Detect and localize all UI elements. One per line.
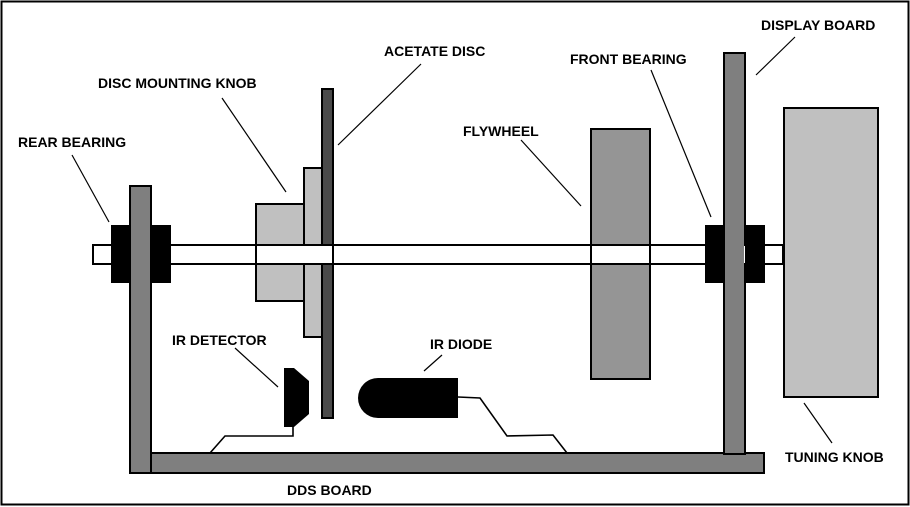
flywheel-leader bbox=[520, 139, 582, 207]
shaft-through-flywheel bbox=[592, 246, 649, 263]
shaft bbox=[92, 244, 784, 265]
rear-bearing-left bbox=[111, 225, 131, 283]
acetate-disc-leader bbox=[337, 63, 422, 146]
tuning-knob-leader bbox=[803, 402, 833, 444]
front-bearing-right bbox=[745, 225, 765, 283]
ir-diode bbox=[358, 378, 458, 418]
front-bearing-left bbox=[705, 225, 725, 283]
rear-board-over-shaft bbox=[129, 185, 152, 474]
front-bearing-leader bbox=[650, 69, 712, 218]
ir-diode-wire bbox=[457, 396, 568, 454]
label-front-bearing: FRONT BEARING bbox=[570, 51, 687, 67]
label-tuning-knob: TUNING KNOB bbox=[785, 449, 884, 465]
ir-diode-leader bbox=[423, 354, 443, 372]
shaft-through-knob bbox=[257, 246, 332, 263]
ir-detector-wire bbox=[209, 427, 294, 454]
label-ir-detector: IR DETECTOR bbox=[172, 332, 267, 348]
ir-detector bbox=[284, 368, 309, 427]
label-flywheel: FLYWHEEL bbox=[463, 123, 539, 139]
ir-detector-leader bbox=[234, 347, 279, 388]
label-display-board: DISPLAY BOARD bbox=[761, 17, 875, 33]
rear-bearing-leader bbox=[71, 154, 110, 223]
display-board-leader bbox=[755, 36, 796, 76]
label-rear-bearing: REAR BEARING bbox=[18, 134, 126, 150]
label-acetate-disc: ACETATE DISC bbox=[384, 43, 485, 59]
label-dds-board: DDS BOARD bbox=[287, 482, 372, 498]
label-disc-mounting-knob: DISC MOUNTING KNOB bbox=[98, 75, 257, 91]
dds-board bbox=[129, 452, 765, 474]
tuning-knob bbox=[783, 107, 879, 398]
rear-bearing-right bbox=[151, 225, 171, 283]
display-board-over-shaft bbox=[725, 54, 744, 453]
label-ir-diode: IR DIODE bbox=[430, 336, 492, 352]
disc-mounting-knob-leader bbox=[221, 97, 287, 193]
